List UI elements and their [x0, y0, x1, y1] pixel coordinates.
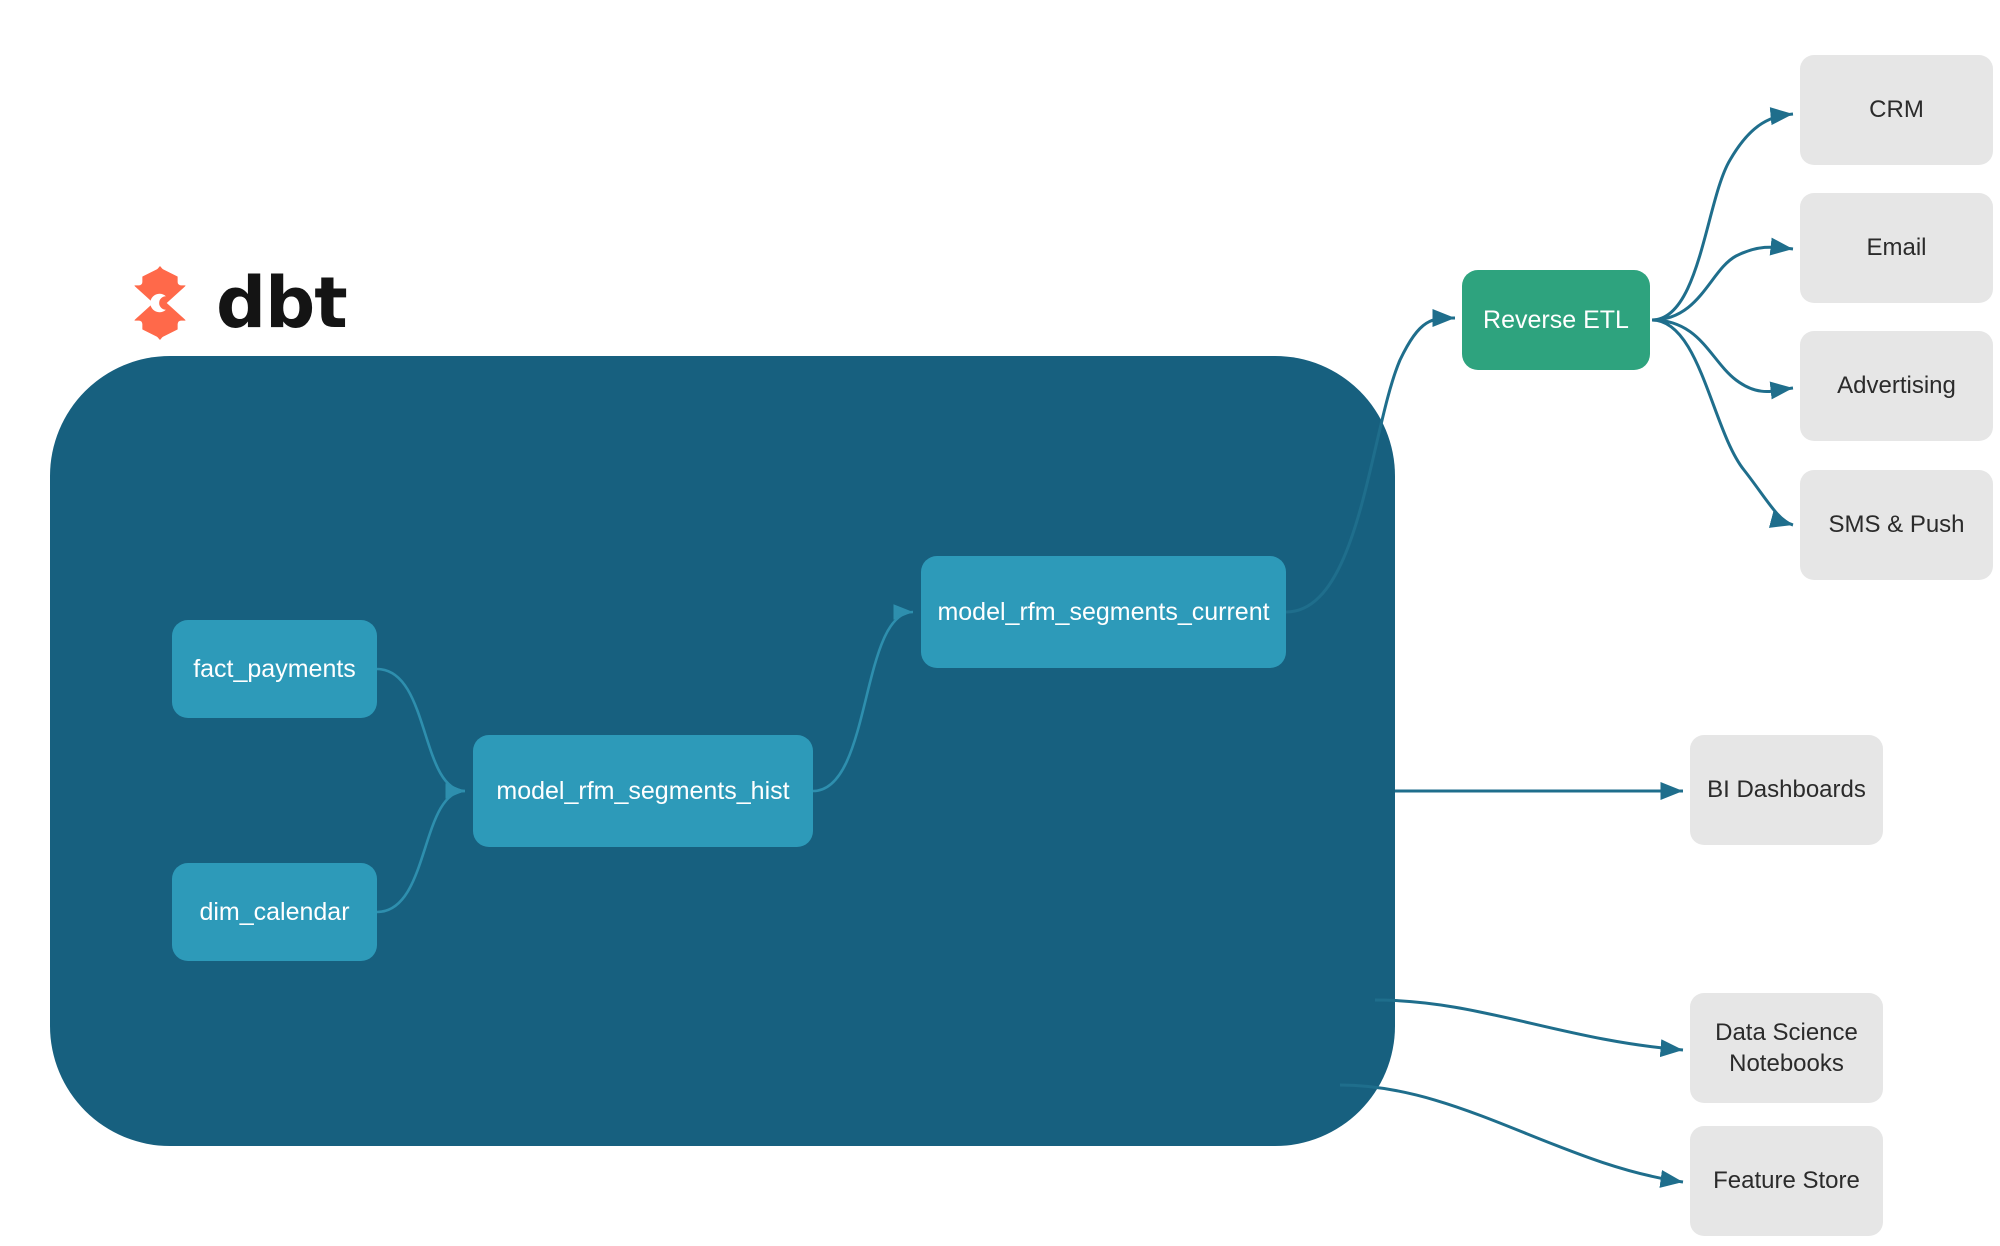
destination-node-advertising[interactable]: Advertising [1800, 331, 1993, 441]
consumer-node-data-science-notebooks[interactable]: Data Science Notebooks [1690, 993, 1883, 1103]
node-label: Feature Store [1713, 1167, 1860, 1195]
node-label: model_rfm_segments_current [937, 597, 1270, 626]
node-label-line2: Notebooks [1729, 1050, 1844, 1077]
destination-node-sms-push[interactable]: SMS & Push [1800, 470, 1993, 580]
dbt-wordmark: dbt [216, 262, 348, 344]
consumer-node-feature-store[interactable]: Feature Store [1690, 1126, 1883, 1236]
node-label: dim_calendar [199, 897, 350, 926]
node-label: Data Science Notebooks [1715, 1017, 1858, 1079]
dbt-logo: dbt [118, 258, 348, 348]
node-label: Email [1866, 234, 1927, 262]
reverse-etl-node[interactable]: Reverse ETL [1462, 270, 1650, 370]
node-label-line1: Data Science [1715, 1018, 1858, 1046]
destination-node-crm[interactable]: CRM [1800, 55, 1993, 165]
node-label: SMS & Push [1828, 511, 1965, 539]
model-node-fact-payments[interactable]: fact_payments [172, 620, 377, 718]
model-node-model-rfm-segments-hist[interactable]: model_rfm_segments_hist [473, 735, 813, 847]
node-label: Reverse ETL [1483, 305, 1629, 334]
node-label: model_rfm_segments_hist [496, 776, 790, 805]
destination-node-email[interactable]: Email [1800, 193, 1993, 303]
model-node-model-rfm-segments-current[interactable]: model_rfm_segments_current [921, 556, 1286, 668]
node-label: CRM [1869, 96, 1924, 124]
node-label: BI Dashboards [1707, 776, 1866, 804]
dbt-logo-icon [118, 261, 202, 345]
model-node-dim-calendar[interactable]: dim_calendar [172, 863, 377, 961]
consumer-node-bi-dashboards[interactable]: BI Dashboards [1690, 735, 1883, 845]
node-label: Advertising [1837, 372, 1956, 400]
node-label: fact_payments [193, 654, 356, 683]
